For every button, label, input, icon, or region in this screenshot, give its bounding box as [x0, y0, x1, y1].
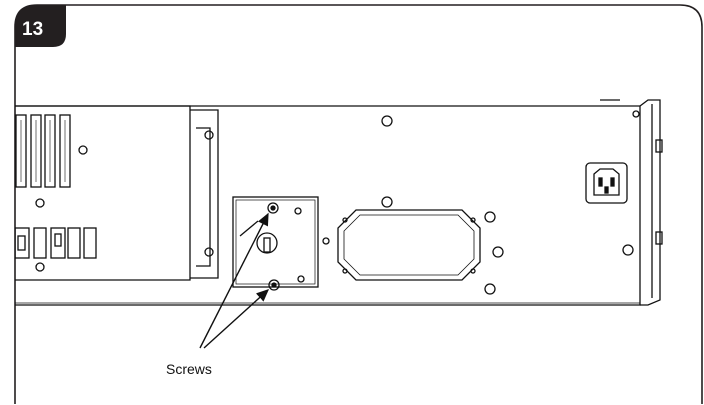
plate-screw-upper — [267, 202, 279, 214]
panel-border — [14, 4, 703, 404]
callout-label-screws: Screws — [166, 361, 212, 377]
step-badge: 13 — [15, 5, 66, 47]
connector-ports — [15, 227, 97, 259]
vent-slots — [15, 114, 71, 188]
arrow-to-upper-screw — [199, 212, 269, 349]
arrow-to-lower-screw — [203, 289, 270, 349]
left-module — [15, 105, 219, 281]
device-chassis — [15, 99, 663, 306]
callout-arrows — [199, 212, 270, 349]
chassis-screws — [381, 110, 640, 295]
octagonal-cover — [337, 209, 481, 281]
step-number: 13 — [22, 19, 43, 40]
plate-screw-lower — [268, 279, 280, 291]
access-plate — [232, 196, 319, 288]
power-inlet — [585, 162, 628, 204]
